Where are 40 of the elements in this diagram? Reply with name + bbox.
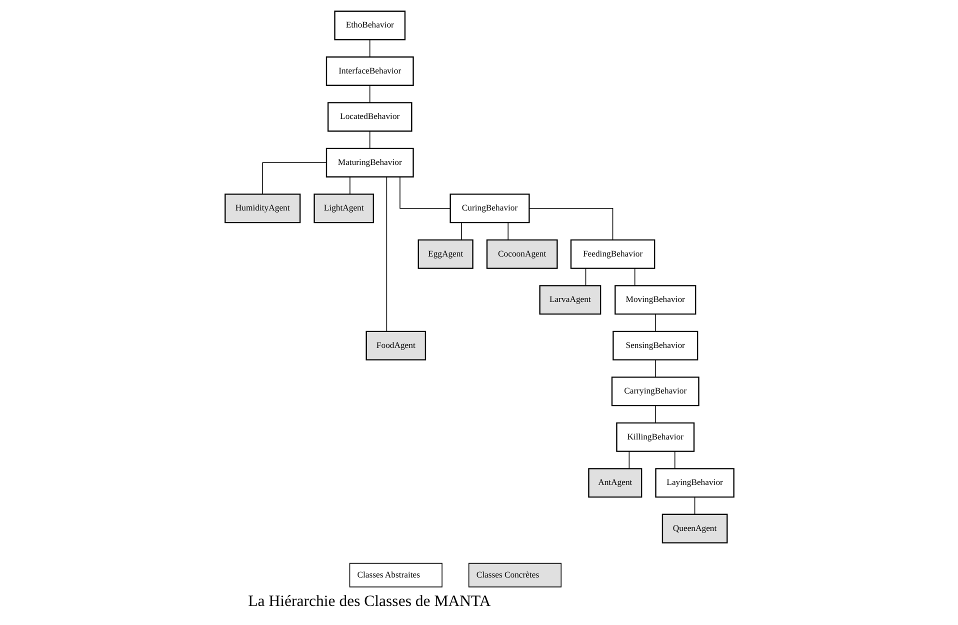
node-box: CocoonAgent (486, 239, 558, 269)
connector (634, 268, 635, 286)
node-box: HumidityAgent (224, 194, 300, 224)
node-box: EggAgent (417, 239, 473, 269)
connector (628, 450, 630, 469)
node-box: LocatedBehavior (326, 102, 412, 132)
connector (399, 176, 450, 209)
connector (694, 496, 695, 515)
node-box: CarryingBehavior (610, 376, 699, 406)
node-box: CuringBehavior (449, 194, 530, 224)
node-box: FoodAgent (365, 330, 426, 360)
node-box: LarvaAgent (538, 285, 601, 315)
diagram-title: La Hiérarchie des Classes de MANTA (248, 592, 490, 610)
connector (654, 359, 656, 378)
connector (584, 268, 586, 286)
node-box: LightAgent (313, 194, 374, 224)
connector (507, 222, 508, 240)
connector (460, 222, 462, 240)
connector (654, 314, 656, 332)
connector (674, 450, 675, 469)
node-box: MovingBehavior (614, 285, 696, 315)
connector (349, 176, 350, 194)
connector (368, 130, 370, 149)
node-box: KillingBehavior (616, 422, 694, 452)
connector (368, 39, 370, 58)
node-box: InterfaceBehavior (325, 56, 414, 86)
node-box: LayingBehavior (654, 468, 734, 498)
legend-label: Classes Abstraites (356, 569, 420, 580)
connector (528, 208, 613, 240)
connector (262, 162, 326, 195)
node-box: FeedingBehavior (570, 239, 655, 269)
connector (386, 176, 387, 332)
connector (368, 85, 370, 103)
node-box: AntAgent (588, 468, 642, 498)
node-box: QueenAgent (661, 514, 728, 544)
node-box: EthoBehavior (334, 10, 406, 40)
node-box: SensingBehavior (612, 330, 698, 360)
legend-label: Classes Concrètes (476, 569, 539, 580)
node-box: MaturingBehavior (325, 148, 414, 178)
connector (654, 405, 656, 424)
